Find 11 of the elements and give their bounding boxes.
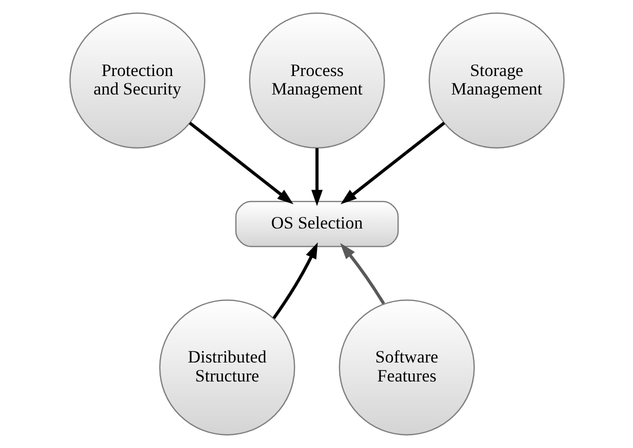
node-circle: Protection and Security: [68, 12, 205, 149]
node-box: OS Selection: [234, 200, 398, 248]
node-circle: Distributed Structure: [158, 299, 295, 436]
node-circle: Storage Management: [428, 12, 564, 149]
arrow: [188, 122, 293, 204]
arrow: [340, 122, 445, 204]
node-circle: Process Management: [248, 12, 384, 149]
arrow: [340, 243, 385, 304]
node-circle: Software Features: [338, 299, 474, 436]
arrow: [310, 148, 322, 206]
arrow: [272, 242, 318, 320]
